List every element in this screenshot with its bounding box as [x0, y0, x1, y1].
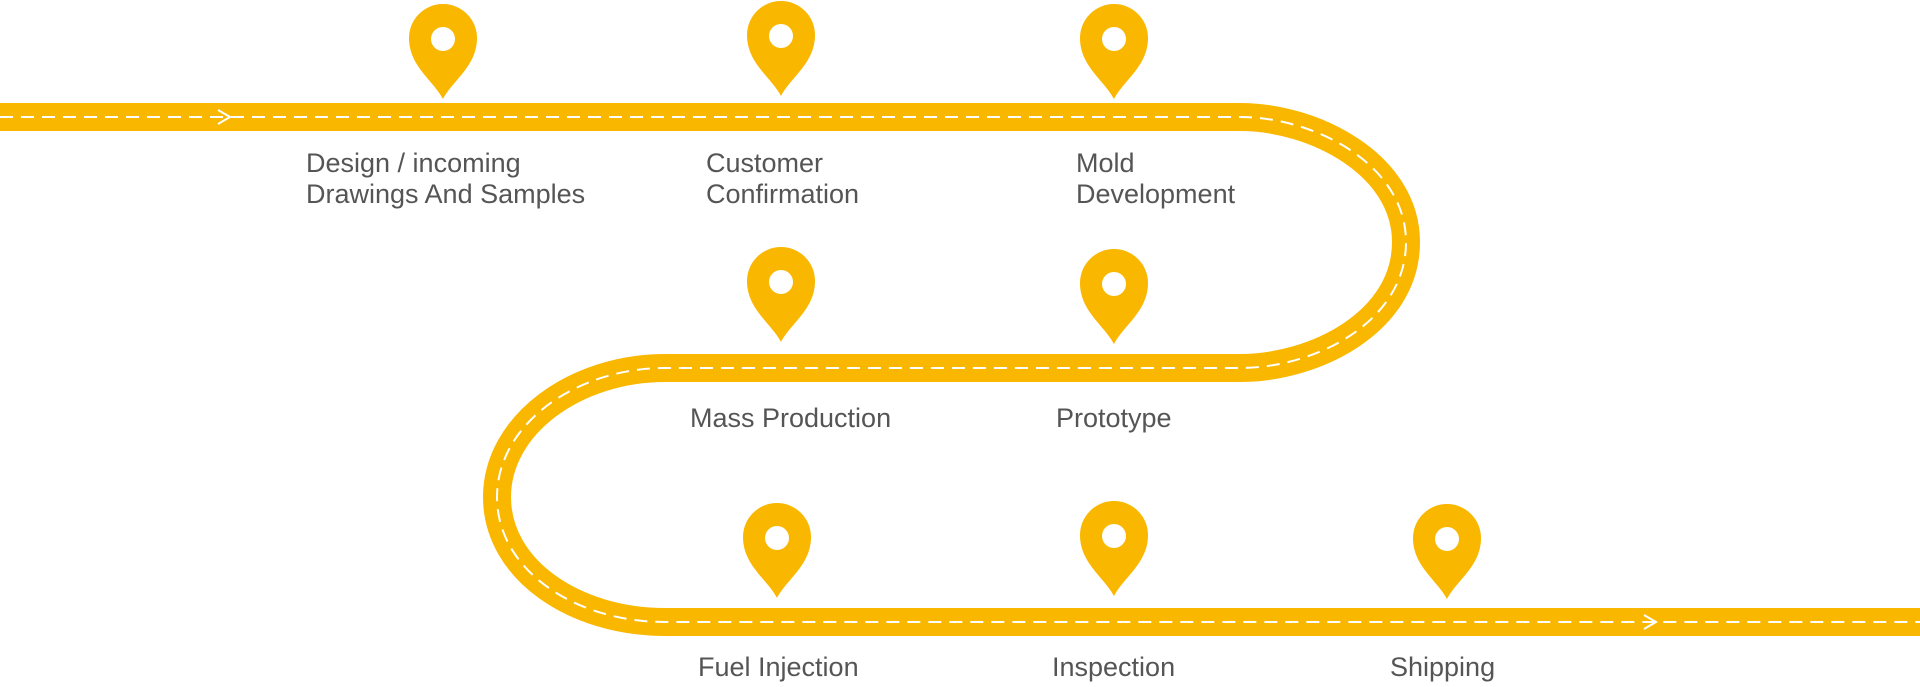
step-label-line: Drawings And Samples: [306, 179, 586, 209]
road-center-dashes: [0, 116, 1920, 623]
step-label-line: Inspection: [1052, 652, 1176, 682]
map-pin-icon: [747, 1, 815, 96]
road-band: [0, 103, 1920, 636]
step-label-prototype: Prototype: [1056, 403, 1172, 434]
step-label-line: Prototype: [1056, 403, 1172, 433]
arrow-right-icon: [1643, 614, 1658, 630]
step-label-line: Mold: [1076, 148, 1135, 178]
step-label-line: Mass Production: [690, 403, 892, 433]
step-label-design: Design / incoming Drawings And Samples: [306, 148, 585, 210]
step-label-line: Confirmation: [706, 179, 860, 209]
map-pin-icon: [409, 4, 477, 99]
map-pin-icon: [1413, 504, 1481, 599]
arrow-right-icon: [217, 109, 232, 125]
step-label-mass-production: Mass Production: [690, 403, 891, 434]
map-pin-icon: [747, 247, 815, 342]
map-pin-icon: [1080, 4, 1148, 99]
step-label-mold-development: Mold Development: [1076, 148, 1235, 210]
step-label-inspection: Inspection: [1052, 652, 1175, 683]
map-pin-icon: [1080, 249, 1148, 344]
map-pin-icon: [1080, 501, 1148, 596]
step-label-customer-confirmation: Customer Confirmation: [706, 148, 859, 210]
step-label-line: Customer: [706, 148, 824, 178]
map-pin-icon: [743, 503, 811, 598]
location-pins: [409, 1, 1481, 599]
step-label-line: Design / incoming: [306, 148, 521, 178]
step-label-shipping: Shipping: [1390, 652, 1495, 683]
step-label-fuel-injection: Fuel Injection: [698, 652, 859, 683]
step-label-line: Fuel Injection: [698, 652, 859, 682]
step-label-line: Development: [1076, 179, 1236, 209]
step-label-line: Shipping: [1390, 652, 1496, 682]
winding-road: [0, 103, 1920, 636]
